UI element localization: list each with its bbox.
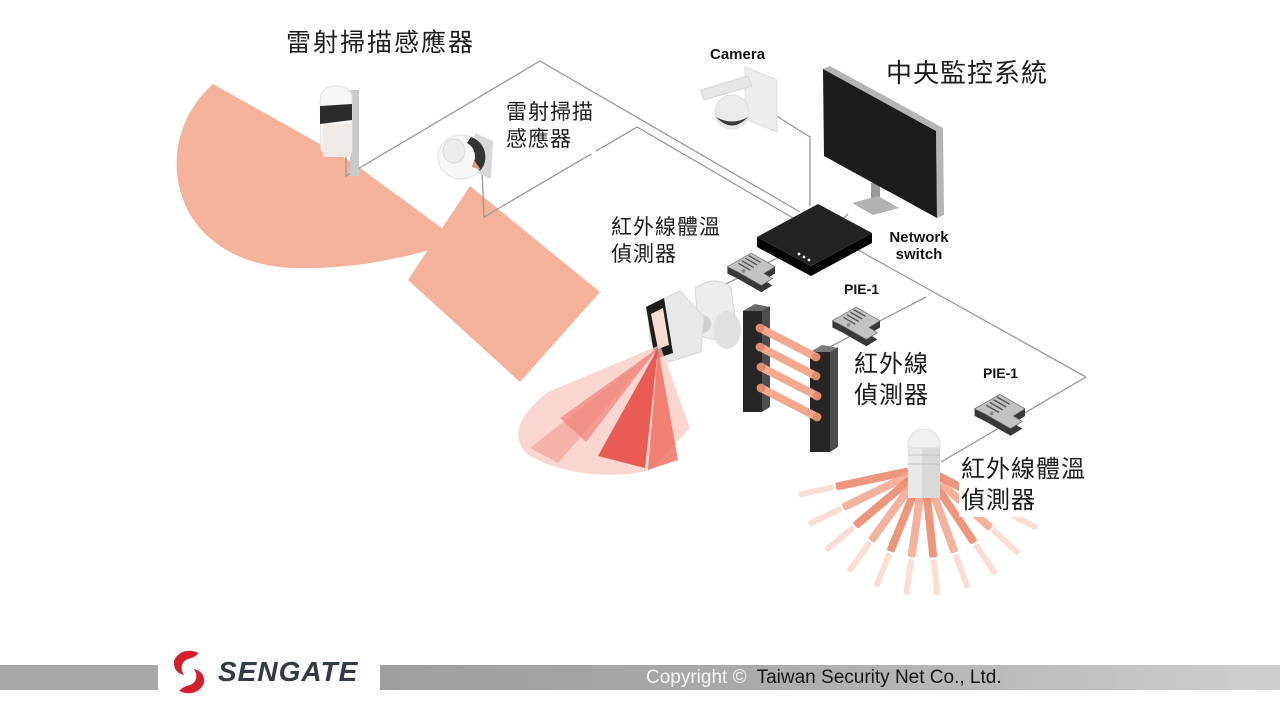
label-camera: Camera xyxy=(708,46,768,64)
label-network-switch: Network switch xyxy=(889,229,949,263)
pie1-module-b xyxy=(973,393,1026,437)
copyright-prefix: Copyright © xyxy=(646,667,747,688)
sengate-logo: SENGATE xyxy=(170,641,380,703)
thermal-camera-1 xyxy=(518,280,741,475)
laser-fan-1 xyxy=(176,84,458,269)
ir-beam-towers xyxy=(743,304,838,452)
laser-scanner-1-device xyxy=(319,85,359,176)
ir-beams xyxy=(756,324,821,421)
copyright-company: Taiwan Security Net Co., Ltd. xyxy=(756,667,1002,688)
security-system-diagram xyxy=(176,60,1087,596)
label-central-system: 中央監控系統 xyxy=(884,57,1051,91)
copyright-line: Copyright © Taiwan Security Net Co., Ltd… xyxy=(646,666,1002,690)
label-thermal-detector-2: 紅外線體溫 偵測器 xyxy=(959,455,1088,518)
camera-device xyxy=(699,66,778,133)
label-pie1-a: PIE-1 xyxy=(842,281,882,298)
thermal-fan-stripes xyxy=(798,467,1038,596)
thermal-detector-2 xyxy=(798,428,1038,596)
sengate-swirl-icon xyxy=(173,650,205,694)
label-ir-beam-detector: 紅外線 偵測器 xyxy=(852,350,931,413)
label-pie1-b: PIE-1 xyxy=(981,365,1021,382)
footer-bar-left-segment xyxy=(0,665,158,690)
pie1-module-switch xyxy=(726,252,776,293)
label-laser-scanner-1: 雷射掃描感應器 xyxy=(284,28,478,61)
laser-curtain-2 xyxy=(408,186,600,382)
label-thermal-detector-1: 紅外線體溫 偵測器 xyxy=(609,214,723,269)
pie1-module-a xyxy=(831,306,881,347)
sengate-logo-text: SENGATE xyxy=(218,656,359,687)
monitor-device xyxy=(823,66,944,218)
label-laser-scanner-2: 雷射掃描 感應器 xyxy=(504,99,596,154)
footer-bar-right-segment xyxy=(377,665,1280,690)
network-switch-device xyxy=(757,204,872,276)
laser-scanner-2-device xyxy=(437,133,493,180)
